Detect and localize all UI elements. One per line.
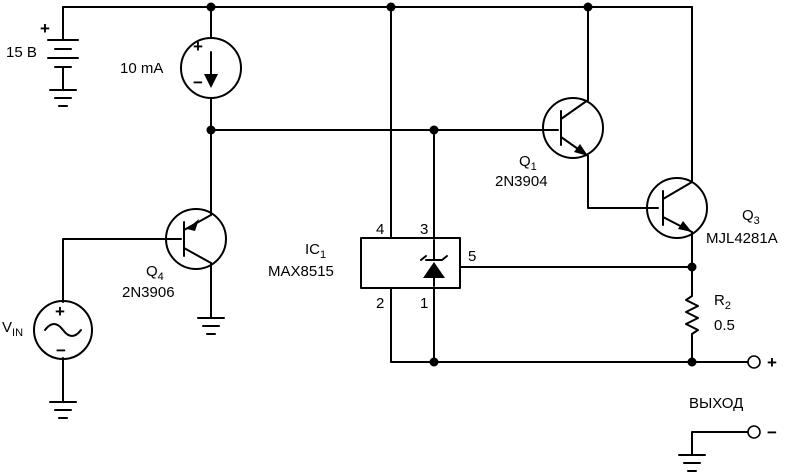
battery-label: 15 В — [6, 44, 37, 61]
wires — [62, 6, 749, 456]
ic1-pin5-label: 5 — [468, 248, 476, 265]
vin-circle — [33, 300, 93, 360]
output-minus-sign: − — [767, 423, 777, 442]
ic1-pin3-label: 3 — [420, 221, 428, 238]
q3-collector-lead — [662, 181, 693, 200]
q1-ref: Q1 — [519, 153, 537, 173]
q1-emitter-wire — [587, 155, 659, 209]
sine-wave-icon — [44, 323, 82, 337]
q1-part: 2N3904 — [495, 173, 548, 190]
output-plus-terminal — [747, 355, 761, 369]
ground-q4 — [197, 317, 225, 335]
ground-symbol — [197, 317, 225, 335]
junction-dot — [386, 2, 396, 12]
junction-dot — [583, 2, 593, 12]
junction-dot — [429, 357, 439, 367]
ic1-ref: IC1 — [305, 241, 326, 261]
ic-pin2-wire — [390, 287, 693, 363]
q1-arrow — [574, 144, 588, 156]
output-plus-sign: + — [767, 353, 777, 372]
ic1-body — [360, 237, 461, 289]
r2-ref-main: R — [714, 292, 725, 309]
q1-collector-lead — [560, 99, 589, 120]
ic1-pin1-label: 1 — [420, 295, 428, 312]
junction-dot — [206, 125, 216, 135]
r2-value: 0.5 — [714, 317, 735, 334]
q3-ref-sub: 3 — [754, 215, 760, 227]
q3-circle — [646, 177, 708, 239]
output-minus-terminal — [747, 425, 761, 439]
ic1-part: MAX8515 — [268, 263, 334, 280]
ic1-pin2-label: 2 — [376, 295, 384, 312]
junction-dot — [429, 125, 439, 135]
current-source-label: 10 mA — [120, 60, 163, 77]
q3-ref-main: Q — [742, 207, 754, 224]
ic1-pin4-label: 4 — [376, 221, 384, 238]
current-source-symbol — [180, 37, 242, 99]
output-minus-wire — [691, 431, 749, 456]
q4-arrow — [187, 219, 199, 231]
ground-symbol — [49, 401, 77, 419]
vin-label-main: V — [2, 319, 12, 336]
q4-base-wire — [62, 238, 182, 303]
ic1-symbol — [360, 237, 461, 289]
q4-ref-main: Q — [146, 263, 158, 280]
ground-output — [678, 454, 706, 472]
q4-transistor-symbol — [165, 208, 227, 270]
r2-ref-sub: 2 — [725, 300, 731, 312]
r2-ref: R2 — [714, 292, 731, 312]
ic1-ref-main: IC — [305, 241, 320, 258]
q3-part: MJL4281A — [706, 230, 778, 247]
q4-part: 2N3906 — [122, 284, 175, 301]
q1-circle — [542, 97, 604, 159]
ic1-ref-sub: 1 — [320, 249, 326, 261]
current-source-plus: + — [193, 37, 203, 56]
current-source-minus: − — [193, 73, 203, 92]
q1-transistor-symbol — [542, 97, 604, 159]
q4-ref: Q4 — [146, 263, 164, 283]
vin-source-symbol — [33, 300, 93, 360]
junction-dot — [206, 2, 216, 12]
q3-ref: Q3 — [742, 207, 760, 227]
shunt-regulator-icon — [423, 262, 445, 278]
vin-label-sub: IN — [12, 327, 23, 339]
output-label: ВЫХОД — [689, 395, 743, 412]
ground-battery — [49, 89, 77, 107]
junction-dot — [687, 262, 697, 272]
current-arrow-head — [204, 74, 218, 88]
ground-symbol — [678, 454, 706, 472]
q3-arrow — [678, 221, 692, 232]
r2-zigzag — [685, 289, 699, 339]
q4-ref-sub: 4 — [158, 271, 164, 283]
battery-symbol — [47, 39, 79, 68]
r2-resistor-symbol — [685, 289, 699, 339]
q1-ref-sub: 1 — [531, 161, 537, 173]
vin-label: VIN — [2, 319, 23, 339]
ground-symbol — [49, 89, 77, 107]
q3-transistor-symbol — [646, 177, 708, 239]
q4-collector-lead — [183, 247, 212, 264]
q4-circle — [165, 208, 227, 270]
junctions — [206, 2, 697, 367]
q1-ref-main: Q — [519, 153, 531, 170]
current-source-circle — [180, 37, 242, 99]
battery-plus-sign: + — [40, 19, 50, 38]
vin-minus: − — [56, 341, 66, 360]
vin-plus: + — [55, 302, 65, 321]
ground-vin — [49, 401, 77, 419]
junction-dot — [687, 357, 697, 367]
